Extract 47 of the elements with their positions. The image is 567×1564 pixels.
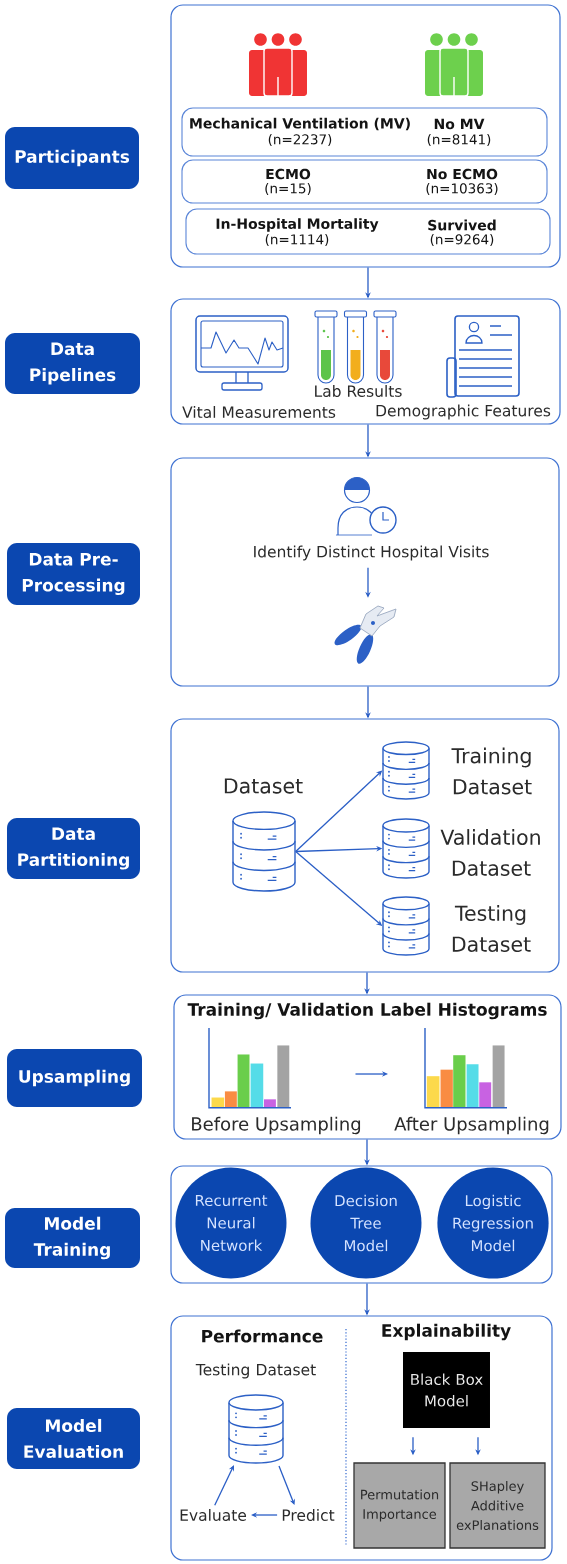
method-box: Permutation Importance [353,1462,446,1549]
dataset-label: Validation Dataset [440,829,540,876]
stage-box: Data Partitioning [7,818,140,879]
stage-box: Upsampling [7,1049,142,1107]
stage-box: Model Evaluation [7,1408,140,1469]
section-heading: Performance [202,1329,323,1343]
count-label: (n=2237) [268,134,332,147]
panel-box [170,4,561,268]
stage-box: Data Pre-Processing [7,543,140,605]
arrow [214,1465,234,1506]
step-label: Identify Distinct Hospital Visits [254,545,489,561]
dataset-label: Testing Dataset [195,1363,316,1379]
step-label: Evaluate [180,1509,247,1521]
cutter-icon [334,605,397,664]
chart-caption: After Upsampling [394,1116,549,1135]
group-label: Mechanical Ventilation (MV) [190,117,410,131]
arrow [365,567,371,598]
count-label: (n=15) [265,183,311,196]
panel-box [170,718,560,973]
icon-caption: Demographic Features [376,404,551,420]
count-label: (n=8141) [427,134,491,147]
dataset-label: Training Dataset [451,747,532,795]
panel-box [170,457,560,687]
dataset-label: Dataset [224,778,303,794]
arrow [354,1071,388,1077]
group-label: No MV [434,118,485,130]
count-label: (n=1114) [265,234,329,247]
group-label: ECMO [266,168,311,180]
count-label: (n=10363) [426,183,498,196]
group-label: In-Hospital Mortality [216,218,379,232]
stage-box: Data Pipelines [5,333,140,394]
panel-box [170,1165,553,1284]
method-box: SHapley Additive exPlanations [449,1462,546,1549]
step-label: Predict [282,1509,335,1521]
arrow [251,1512,278,1518]
icon-caption: Lab Results [315,385,402,397]
stage-box: Model Training [5,1208,140,1268]
group-label: Survived [428,219,496,231]
chart-heading: Training/ Validation Label Histograms [187,1002,547,1020]
icon-caption: Vital Measurements [182,406,336,418]
dataset-label: Testing Dataset [452,905,531,952]
model-box: Black Box Model [403,1352,490,1428]
group-label: No ECMO [427,168,498,180]
stage-box: Participants [5,127,139,189]
chart-caption: Before Upsampling [192,1116,361,1135]
section-heading: Explainability [382,1323,511,1341]
count-label: (n=9264) [430,234,494,247]
